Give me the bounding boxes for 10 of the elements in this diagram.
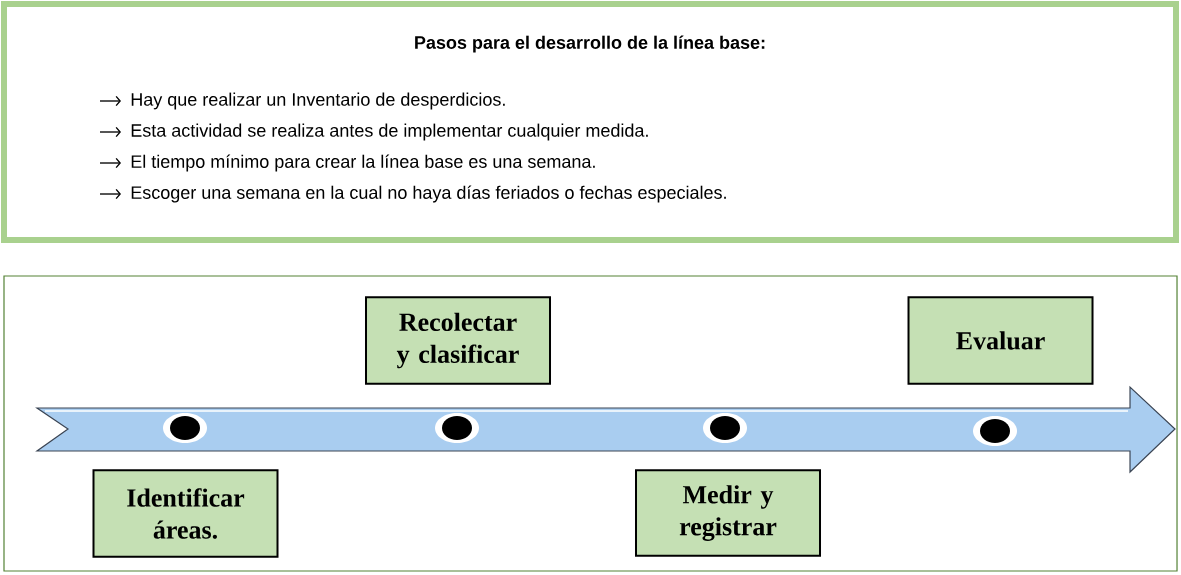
- bullet-text: Hay que realizar un Inventario de desperdicios.: [131, 92, 505, 110]
- bullet-text: Escoger una semana en la cual no haya días feriados o fechas especiales.: [131, 185, 726, 203]
- step-box: Medir y registrar: [635, 469, 821, 557]
- step-box: Recolectar y clasificar: [365, 296, 551, 385]
- step-box: Identificar áreas.: [92, 469, 279, 558]
- bullet-text: Esta actividad se realiza antes de implementar cualquier medida.: [131, 123, 648, 141]
- bullet-text: El tiempo mínimo para crear la línea base es una semana.: [131, 154, 595, 172]
- step-box: Evaluar: [907, 296, 1094, 385]
- heading: Pasos para el desarrollo de la línea base:: [415, 35, 765, 53]
- info-box: [1, 1, 1179, 243]
